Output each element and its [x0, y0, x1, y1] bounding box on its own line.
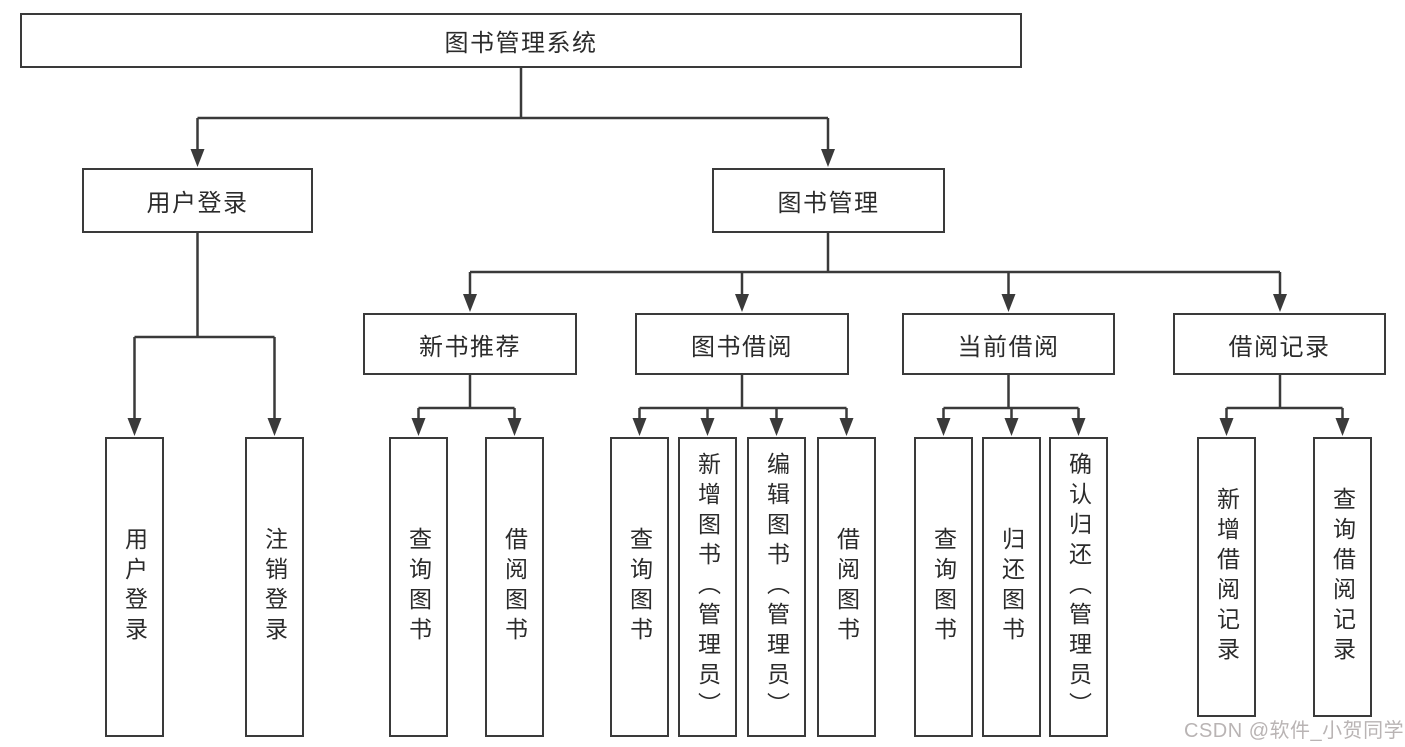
watermark-text: CSDN @软件_小贺同学: [1184, 720, 1405, 742]
node-library-system: 图书管理系统: [20, 13, 1022, 68]
node-borrowing-edit-books-admin: 编辑图书（管理员）: [747, 437, 806, 737]
node-current-query-books: 查询图书: [914, 437, 973, 737]
node-current-confirm-return-admin: 确认归还（管理员）: [1049, 437, 1108, 737]
node-recommend-query-books: 查询图书: [389, 437, 448, 737]
connector-paths: [133, 68, 1344, 421]
node-label: 查询图书: [626, 527, 653, 647]
node-label: 新书推荐: [419, 333, 521, 361]
node-label: 用户登录: [146, 190, 249, 217]
node-book-borrowing: 图书借阅: [635, 313, 849, 375]
node-records-query-record: 查询借阅记录: [1313, 437, 1372, 717]
node-new-book-recommendation: 新书推荐: [363, 313, 577, 375]
node-label: 归还图书: [998, 527, 1025, 647]
node-records-add-record: 新增借阅记录: [1197, 437, 1256, 717]
node-borrowing-add-books-admin: 新增图书（管理员）: [678, 437, 737, 737]
node-label: 注销登录: [261, 527, 288, 647]
node-borrowing-borrow-books: 借阅图书: [817, 437, 876, 737]
node-label: 当前借阅: [957, 333, 1060, 361]
node-logout-action: 注销登录: [245, 437, 304, 737]
node-label: 编辑图书（管理员）: [763, 452, 790, 722]
node-label: 新增借阅记录: [1213, 487, 1240, 667]
node-borrowing-query-books: 查询图书: [610, 437, 669, 737]
node-recommend-borrow-books: 借阅图书: [485, 437, 544, 737]
node-user-login: 用户登录: [82, 168, 313, 233]
node-label: 新增图书（管理员）: [694, 452, 721, 722]
node-borrowing-records: 借阅记录: [1173, 313, 1386, 375]
node-label: 借阅记录: [1228, 333, 1331, 361]
node-current-borrowing: 当前借阅: [902, 313, 1115, 375]
node-label: 用户登录: [121, 527, 148, 647]
node-label: 确认归还（管理员）: [1065, 452, 1092, 722]
node-label: 查询图书: [930, 527, 957, 647]
node-book-management: 图书管理: [712, 168, 945, 233]
node-label: 借阅图书: [501, 527, 528, 647]
node-label: 查询借阅记录: [1329, 487, 1356, 667]
node-label: 借阅图书: [833, 527, 860, 647]
node-current-return-books: 归还图书: [982, 437, 1041, 737]
node-user-login-action: 用户登录: [105, 437, 164, 737]
node-label: 图书管理: [777, 190, 880, 217]
node-label: 图书管理系统: [444, 30, 598, 57]
node-label: 图书借阅: [691, 333, 793, 361]
node-label: 查询图书: [405, 527, 432, 647]
